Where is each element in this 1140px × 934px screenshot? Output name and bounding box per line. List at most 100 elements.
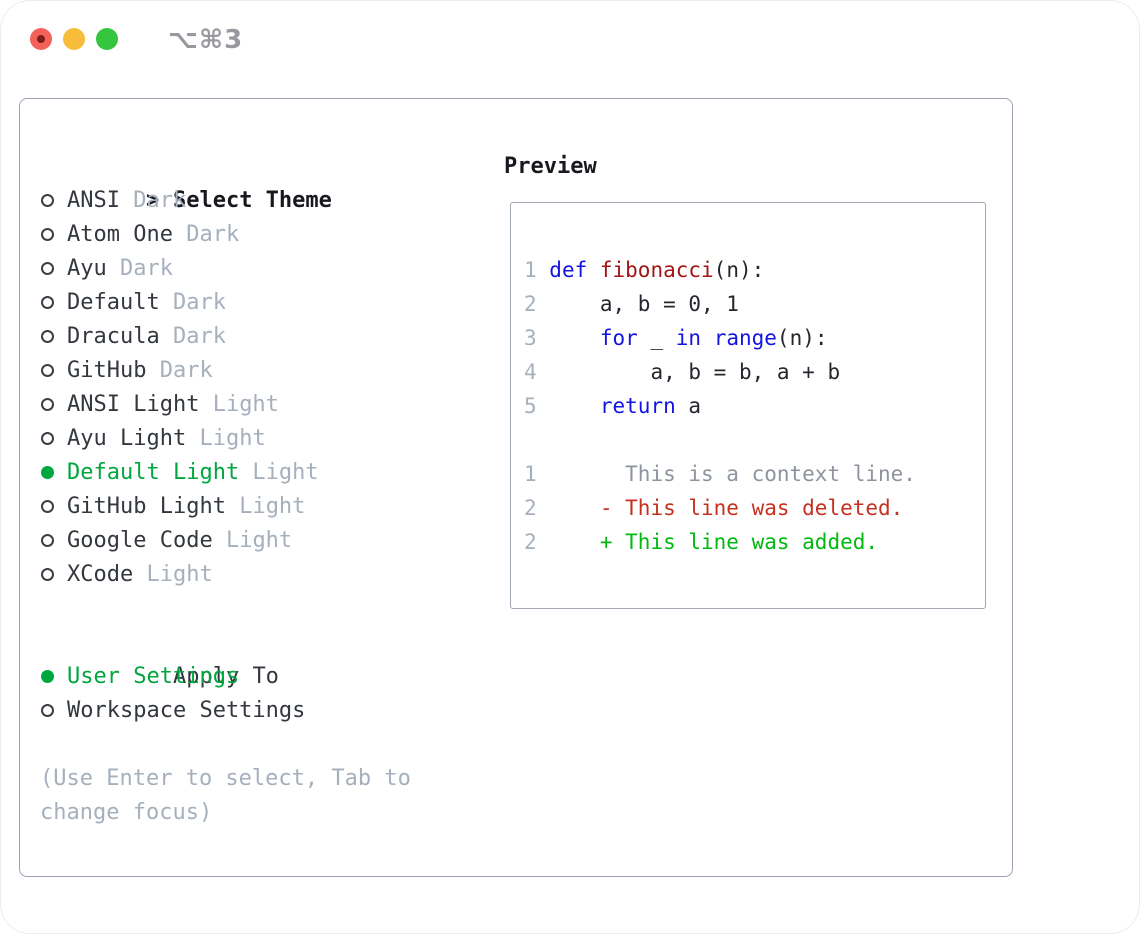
code-token-tx: _: [637, 326, 676, 350]
code-token-ln: 2: [524, 496, 550, 520]
code-line: 2 a, b = 0, 1: [524, 287, 916, 321]
code-token-ctx: This is a context line.: [549, 462, 916, 486]
radio-icon: [40, 218, 67, 252]
radio-icon: [40, 558, 67, 592]
spacer: [40, 592, 411, 626]
spacer: [40, 728, 411, 762]
variant-label: Dark: [119, 188, 187, 213]
code-token-tx: a, b = 0, 1: [549, 292, 739, 316]
code-line: 2 - This line was deleted.: [524, 491, 916, 525]
code-token-tx: [549, 394, 600, 418]
code-token-fn: fibonacci: [599, 258, 714, 282]
option-label: Google Code: [67, 528, 213, 553]
code-token-ln: 5: [524, 394, 550, 418]
apply-to-header: Apply To: [40, 626, 411, 689]
option-label: ANSI Light: [67, 392, 200, 417]
code-line: 5 return a: [524, 389, 916, 423]
option-label: GitHub Light: [67, 494, 226, 519]
selection-pointer-icon: >: [145, 188, 160, 213]
code-token-tx: (n):: [713, 258, 765, 282]
theme-option[interactable]: Ayu Light Light: [40, 422, 411, 456]
option-label: Default: [67, 290, 160, 315]
code-token-ln: 2: [524, 530, 550, 554]
option-label: User Settings: [67, 664, 240, 689]
code-token-del: - This line was deleted.: [549, 496, 904, 520]
radio-icon: [40, 286, 67, 320]
variant-label: Dark: [159, 290, 226, 315]
radio-icon: [40, 252, 67, 286]
radio-icon: [40, 354, 67, 388]
keyboard-shortcut-label: ⌥⌘3: [168, 25, 244, 55]
code-line: 1 def fibonacci(n):: [524, 253, 916, 287]
option-label: Default Light: [67, 460, 240, 485]
option-label: Atom One: [67, 222, 173, 247]
variant-label: Light: [239, 460, 319, 485]
apply-to-option[interactable]: Workspace Settings: [40, 694, 411, 728]
option-label: ANSI: [67, 188, 120, 213]
minimize-button[interactable]: [63, 28, 85, 50]
code-line: [524, 423, 916, 457]
theme-option[interactable]: Default Dark: [40, 286, 411, 320]
radio-icon: [40, 184, 67, 218]
radio-icon: [40, 388, 67, 422]
radio-icon: [40, 694, 67, 728]
variant-label: Light: [225, 494, 306, 519]
theme-option[interactable]: XCode Light: [40, 558, 411, 592]
variant-label: Light: [133, 562, 213, 587]
variant-label: Dark: [159, 324, 226, 349]
code-token-tx: [549, 326, 600, 350]
variant-label: Dark: [172, 222, 240, 247]
theme-list-header: > Select Theme: [40, 150, 411, 213]
code-token-tx: a, b = b, a + b: [549, 360, 841, 384]
code-token-kw: range: [713, 326, 777, 350]
code-token-ln: 2: [524, 292, 550, 316]
code-token-add: + This line was added.: [549, 530, 879, 554]
option-label: XCode: [67, 562, 134, 587]
code-token-kw: for: [599, 326, 638, 350]
theme-option[interactable]: ANSI Dark: [40, 184, 411, 218]
option-label: Workspace Settings: [67, 698, 306, 723]
radio-icon: [40, 524, 67, 558]
option-label: Dracula: [67, 324, 160, 349]
preview-title: Preview: [504, 154, 597, 179]
code-token-tx: (n):: [776, 326, 828, 350]
help-text-line2: change focus): [40, 800, 213, 825]
code-token-ln: 1: [524, 462, 550, 486]
theme-option[interactable]: Dracula Dark: [40, 320, 411, 354]
code-token-kw: in: [675, 326, 702, 350]
theme-option[interactable]: Ayu Dark: [40, 252, 411, 286]
apply-to-title: Apply To: [172, 664, 279, 689]
theme-option[interactable]: GitHub Dark: [40, 354, 411, 388]
theme-list-title: Select Theme: [172, 188, 332, 213]
unsaved-changes-dot-icon: [37, 35, 45, 43]
code-token-ln: 4: [524, 360, 550, 384]
radio-icon: [40, 422, 67, 456]
radio-selected-icon: [40, 456, 67, 490]
radio-selected-icon: [40, 660, 67, 694]
theme-option[interactable]: GitHub Light Light: [40, 490, 411, 524]
option-label: Ayu: [67, 256, 107, 281]
close-button[interactable]: [30, 28, 52, 50]
code-token-ln: 1: [524, 258, 550, 282]
code-line: 4 a, b = b, a + b: [524, 355, 916, 389]
theme-option[interactable]: Default Light Light: [40, 456, 411, 490]
help-text-line1: (Use Enter to select, Tab to: [40, 766, 411, 791]
code-token-kw: return: [599, 394, 676, 418]
theme-option[interactable]: ANSI Light Light: [40, 388, 411, 422]
theme-option[interactable]: Google Code Light: [40, 524, 411, 558]
radio-icon: [40, 320, 67, 354]
code-line: 1 This is a context line.: [524, 457, 916, 491]
apply-to-option[interactable]: User Settings: [40, 660, 411, 694]
variant-label: Dark: [146, 358, 213, 383]
option-label: Ayu Light: [67, 426, 187, 451]
code-token-ln: 3: [524, 326, 550, 350]
zoom-button[interactable]: [96, 28, 118, 50]
theme-option[interactable]: Atom One Dark: [40, 218, 411, 252]
